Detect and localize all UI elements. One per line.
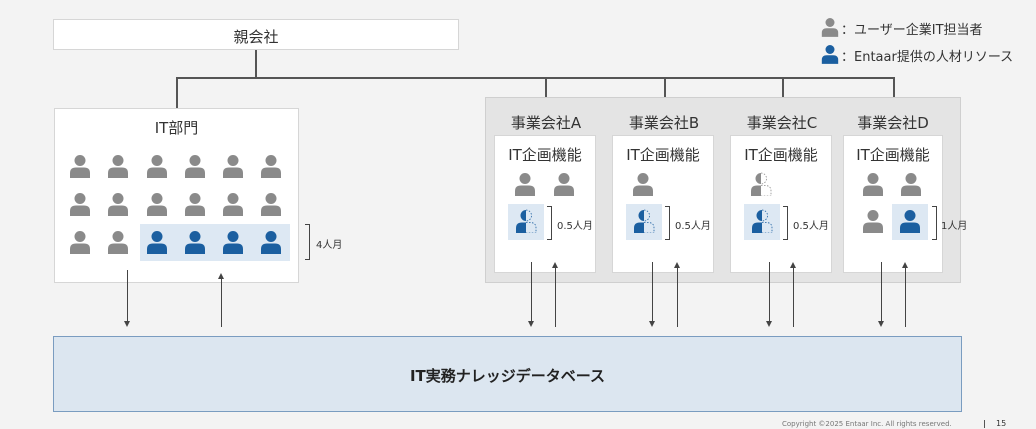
arrow-shaft: [554, 267, 556, 327]
user-person-icon: [514, 172, 536, 196]
entaar-person-icon: [184, 230, 206, 254]
arrow-shaft: [768, 262, 770, 322]
user-person-icon: [900, 172, 922, 196]
arrow-up-icon: [789, 262, 796, 268]
user-person-icon: [862, 209, 884, 233]
arrow-shaft: [904, 267, 906, 327]
it-fte-label: 4人月: [316, 240, 343, 251]
fte-bracket: [305, 224, 310, 260]
entaar-half-person-icon: [633, 209, 655, 233]
arrow-shaft: [676, 267, 678, 327]
parent-company-box: 親会社: [53, 19, 459, 50]
user-person-icon: [184, 192, 206, 216]
company-fte-label: 0.5人月: [557, 221, 593, 232]
entaar-half-person-icon: [751, 209, 773, 233]
knowledge-database-label: IT実務ナレッジデータベース: [409, 367, 606, 385]
connector-line: [176, 77, 894, 79]
company-label: 事業会社B: [628, 114, 700, 132]
page-separator: [984, 420, 985, 428]
company-label: 事業会社D: [857, 114, 929, 132]
user-person-icon: [107, 230, 129, 254]
arrow-up-icon: [217, 273, 224, 279]
it-department-label: IT部門: [154, 119, 199, 137]
user-person-icon: [146, 192, 168, 216]
arrow-down-icon: [648, 321, 655, 327]
user-person-icon: [107, 192, 129, 216]
connector-line: [782, 77, 784, 109]
user-person-icon: [69, 230, 91, 254]
user-person-icon: [69, 192, 91, 216]
connector-line: [176, 77, 178, 109]
arrow-shaft: [126, 270, 128, 322]
arrow-shaft: [530, 262, 532, 322]
entaar-person-icon: [146, 230, 168, 254]
entaar-person-icon: [260, 230, 282, 254]
entaar-highlight: [140, 224, 290, 261]
entaar-person-icon: [821, 44, 839, 64]
user-person-icon: [222, 154, 244, 178]
company-label: 事業会社C: [746, 114, 818, 132]
user-person-icon: [146, 154, 168, 178]
arrow-down-icon: [527, 321, 534, 327]
company-fte-label: 0.5人月: [675, 221, 711, 232]
arrow-up-icon: [551, 262, 558, 268]
fte-bracket: [783, 206, 788, 240]
connector-line: [545, 77, 547, 109]
planning-function-label: IT企画機能: [508, 146, 582, 164]
parent-company-label: 親会社: [233, 28, 279, 46]
company-fte-label: 0.5人月: [793, 221, 829, 232]
connector-line: [893, 77, 895, 109]
planning-function-label: IT企画機能: [744, 146, 818, 164]
fte-bracket: [665, 206, 670, 240]
user-person-icon: [553, 172, 575, 196]
arrow-up-icon: [673, 262, 680, 268]
arrow-shaft: [792, 267, 794, 327]
user-half-person-icon: [750, 172, 772, 196]
knowledge-database-box: IT実務ナレッジデータベース: [53, 336, 962, 412]
user-person-icon: [862, 172, 884, 196]
legend-entaar-label: ：Entaar提供の人材リソース: [841, 50, 1014, 65]
user-person-icon: [821, 17, 839, 37]
arrow-shaft: [880, 262, 882, 322]
legend-user-label: ：ユーザー企業IT担当者: [841, 23, 983, 38]
connector-line: [664, 77, 666, 109]
user-person-icon: [184, 154, 206, 178]
arrow-down-icon: [765, 321, 772, 327]
it-department-box: IT部門: [54, 108, 299, 283]
arrow-shaft: [651, 262, 653, 322]
user-person-icon: [107, 154, 129, 178]
entaar-person-icon: [222, 230, 244, 254]
arrow-down-icon: [123, 321, 130, 327]
user-person-icon: [222, 192, 244, 216]
entaar-half-person-icon: [515, 209, 537, 233]
user-person-icon: [69, 154, 91, 178]
arrow-shaft: [220, 278, 222, 327]
user-person-icon: [260, 192, 282, 216]
planning-function-label: IT企画機能: [626, 146, 700, 164]
connector-line: [255, 50, 257, 78]
page-number: 15: [996, 419, 1007, 428]
fte-bracket: [932, 206, 937, 240]
copyright-text: Copyright ©2025 Entaar Inc. All rights r…: [782, 420, 952, 428]
fte-bracket: [547, 206, 552, 240]
arrow-down-icon: [877, 321, 884, 327]
company-label: 事業会社A: [510, 114, 582, 132]
planning-function-box: [612, 135, 714, 273]
company-fte-label: 1人月: [941, 221, 968, 232]
entaar-person-icon: [899, 209, 921, 233]
user-person-icon: [260, 154, 282, 178]
user-person-icon: [632, 172, 654, 196]
arrow-up-icon: [901, 262, 908, 268]
planning-function-label: IT企画機能: [856, 146, 930, 164]
